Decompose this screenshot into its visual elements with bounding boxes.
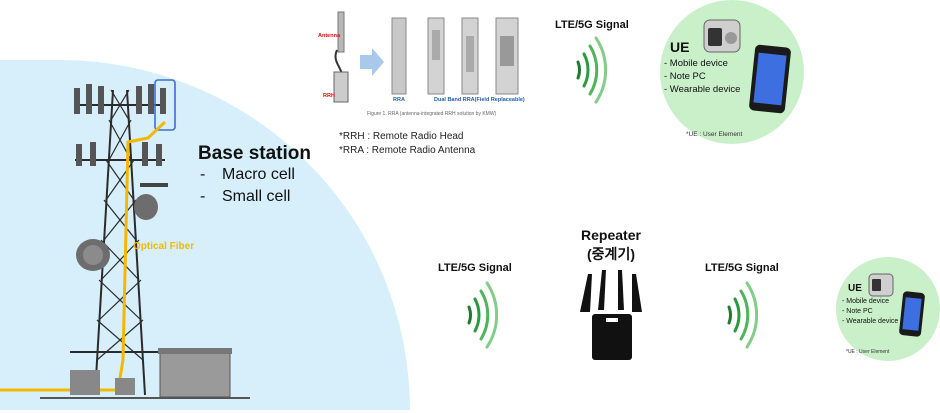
rra-note: *RRA : Remote Radio Antenna: [339, 145, 476, 156]
figure-caption: Figure 1. RRA (antenna-integrated RRH so…: [367, 111, 497, 117]
bullet-dash: -: [200, 188, 206, 205]
base-station-title: Base station: [198, 143, 311, 164]
signal-label-right: LTE/5G Signal: [705, 262, 779, 274]
optical-fiber-label: Optical Fiber: [133, 241, 195, 252]
bullet-dash: -: [200, 166, 206, 183]
rrh-note: *RRH : Remote Radio Head: [339, 131, 464, 142]
ue-small-item-mobile: - Mobile device: [842, 298, 890, 305]
repeater-title-korean: (중계기): [587, 246, 635, 262]
small-cell-item: Small cell: [222, 188, 291, 205]
signal-label-top: LTE/5G Signal: [555, 19, 629, 31]
equipment-shelter: [159, 351, 231, 398]
ue-item-mobile: - Mobile device: [664, 58, 728, 69]
rrh-fig-label: RRH: [323, 93, 335, 99]
ue-small-note: *UE : User Element: [846, 349, 890, 355]
ue-item-notepc: - Note PC: [664, 71, 706, 82]
macro-cell-item: Macro cell: [222, 166, 295, 183]
ue-devices-icon: [703, 19, 791, 114]
rrh-highlight-box: [154, 79, 176, 131]
ue-small-title: UE: [848, 283, 862, 294]
antenna-fig-label: Antenna: [318, 33, 340, 39]
ue-item-wearable: - Wearable device: [664, 84, 741, 95]
signal-label-left: LTE/5G Signal: [438, 262, 512, 274]
ue-small-item-wearable: - Wearable device: [842, 318, 899, 325]
ue-title: UE: [670, 39, 690, 55]
signal-waves-icon: [467, 281, 499, 349]
ue-small-item-notepc: - Note PC: [842, 308, 873, 315]
signal-waves-icon: [576, 36, 608, 104]
signal-waves-icon: [727, 281, 759, 349]
rra-fig-label: RRA: [393, 97, 405, 103]
ue-small-devices-icon: [868, 273, 925, 337]
transform-arrow: [360, 48, 384, 76]
dual-band-fig-label: Dual Band RRA(Field Replaceable): [434, 97, 525, 103]
microwave-dish: [134, 194, 158, 220]
ue-note: *UE : User Element: [686, 131, 743, 138]
rrh-rra-figure: [333, 11, 519, 103]
sky-area: [0, 60, 410, 410]
repeater-device-icon: [580, 270, 642, 360]
repeater-title: Repeater: [581, 227, 641, 243]
cell-tower: [0, 79, 250, 399]
